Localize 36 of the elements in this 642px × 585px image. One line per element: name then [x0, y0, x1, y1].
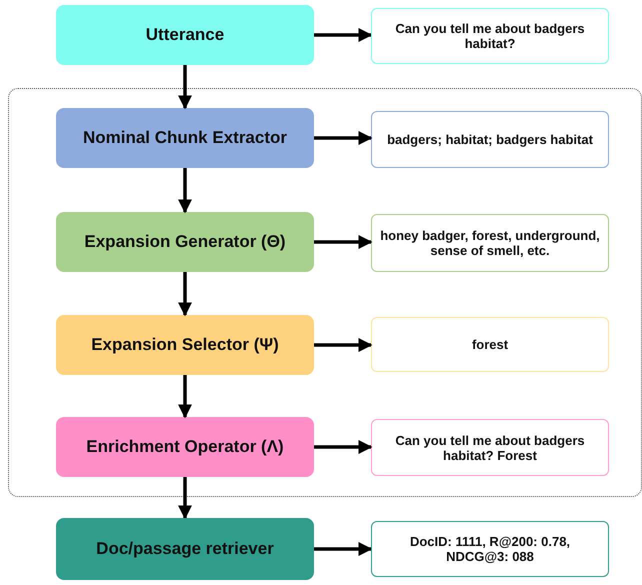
arrow [314, 235, 372, 249]
output-text: Can you tell me about badgers habitat? Forest [394, 432, 586, 462]
output-text: DocID: 1111, R@200: 0.78, NDCG@3: 088 [408, 534, 572, 564]
arrow [178, 168, 192, 214]
output-box [371, 521, 609, 577]
process-box [56, 212, 314, 272]
arrow [178, 272, 192, 316]
step-label: Enrichment Operator (Λ) [86, 437, 284, 457]
dotted-group-frame [8, 88, 642, 497]
process-box [56, 518, 314, 580]
process-box [56, 417, 314, 477]
step-label: Nominal Chunk Extractor [82, 128, 288, 148]
arrow [314, 131, 372, 145]
output-text: Can you tell me about badgers habitat? [394, 21, 586, 51]
arrow [314, 338, 372, 352]
arrow [314, 542, 372, 556]
arrow [178, 477, 192, 520]
output-text: honey badger, forest, underground, sense of smell, etc. [380, 228, 600, 258]
process-box [56, 315, 314, 375]
arrow [178, 65, 192, 110]
process-box [56, 5, 314, 65]
output-box [371, 214, 609, 272]
output-text: badgers; habitat; badgers habitat [387, 132, 593, 147]
output-box [371, 8, 609, 64]
output-box [371, 111, 609, 168]
output-box [371, 317, 609, 372]
arrow [178, 375, 192, 418]
step-label: Doc/passage retriever [96, 539, 274, 559]
process-box [56, 108, 314, 168]
arrow [314, 440, 372, 454]
step-label: Expansion Selector (Ψ) [91, 335, 279, 355]
step-label: Utterance [146, 25, 224, 45]
output-text: forest [472, 337, 508, 352]
arrow [314, 28, 372, 42]
output-box [371, 419, 609, 476]
step-label: Expansion Generator (Θ) [84, 232, 286, 252]
